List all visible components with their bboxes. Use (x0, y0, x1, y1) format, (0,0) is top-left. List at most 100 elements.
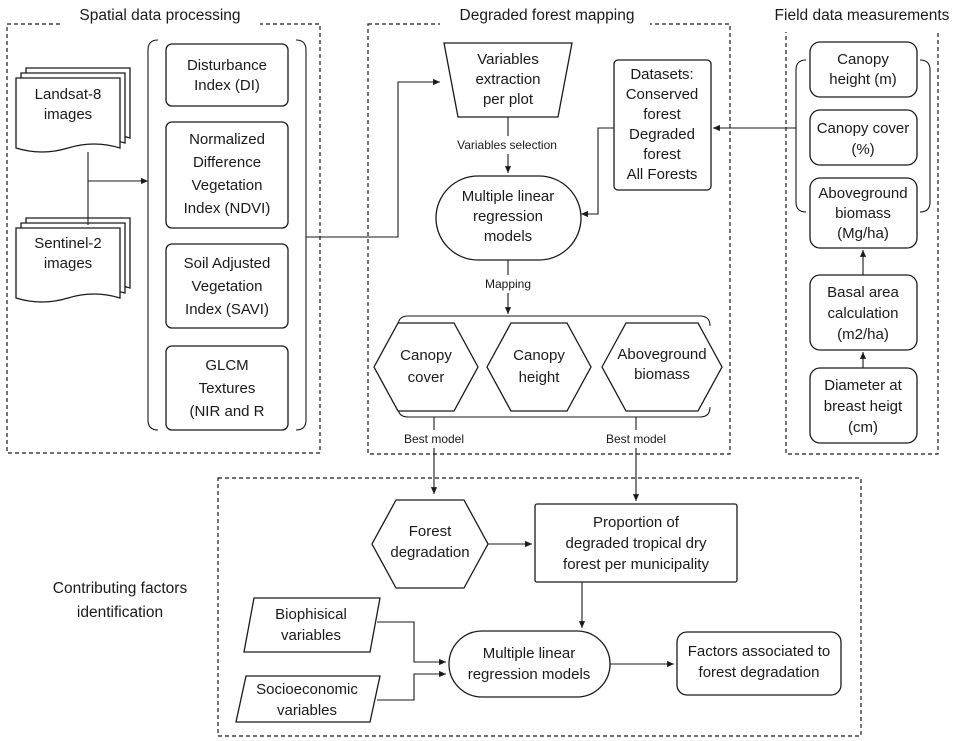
biophisical-label-1: Biophisical (275, 606, 347, 623)
datasets-label-3: forest (643, 106, 681, 123)
mlr-label-2: regression (473, 208, 543, 225)
field-title-bg (770, 6, 960, 32)
ndvi-node: Normalized Difference Vegetation Index (… (165, 121, 289, 229)
field-bracket-right (919, 59, 931, 213)
canopy-height-m-node: Canopy height (m) (809, 41, 918, 98)
ndvi-label-4: Index (NDVI) (184, 200, 271, 217)
ndvi-label-3: Vegetation (192, 177, 263, 194)
biophisical-label-2: variables (281, 627, 341, 644)
socioeconomic-label-2: variables (277, 702, 337, 719)
datasets-to-models-arrow (581, 127, 614, 218)
canopy-height-hex-node: Canopy height (486, 322, 592, 412)
section-title-field: Field data measurements (775, 7, 950, 24)
canopy-cover-pct-node: Canopy cover (%) (809, 109, 918, 166)
section-title-contributing-line1: Contributing factors (53, 580, 188, 597)
best-model-right-label: Best model (606, 432, 666, 446)
mlr2-label-1: Multiple linear (483, 645, 576, 662)
proportion-label-3: forest per municipality (563, 556, 709, 573)
proportion-label-2: degraded tropical dry (566, 535, 707, 552)
savi-label-3: Index (SAVI) (185, 301, 269, 318)
canopy-cover-hex-node: Canopy cover (373, 322, 479, 412)
di-node: Disturbance Index (DI) (165, 43, 289, 107)
glcm-label-1: GLCM (205, 357, 248, 374)
field-bracket-left (795, 59, 807, 213)
basal-area-label-1: Basal area (827, 284, 899, 301)
landsat-label-1: Landsat-8 (35, 86, 102, 103)
proportion-label-1: Proportion of (593, 514, 680, 531)
mlr2-label-2: regression models (468, 666, 591, 683)
extraction-label-2: extraction (475, 71, 540, 88)
variables-selection-label: Variables selection (457, 138, 557, 152)
ndvi-label-2: Difference (193, 154, 261, 171)
aboveground-biomass-hex-node: Aboveground biomass (601, 322, 723, 412)
agb-mgha-node: Aboveground biomass (Mg/ha) (809, 177, 918, 249)
mlr-models-node: Multiple linear regression models (435, 175, 582, 261)
canopy-height-hex-label-2: height (519, 369, 561, 386)
indices-bracket-right (295, 39, 307, 431)
glcm-label-3: (NIR and R (189, 403, 264, 420)
indices-bracket-left (147, 39, 159, 431)
glcm-label-2: Textures (199, 380, 256, 397)
di-label-2: Index (DI) (194, 77, 260, 94)
savi-node: Soil Adjusted Vegetation Index (SAVI) (165, 243, 289, 329)
datasets-label-2: Conserved (626, 86, 699, 103)
proportion-node: Proportion of degraded tropical dry fore… (534, 503, 738, 583)
field-section-frame (785, 23, 939, 455)
canopy-cover-hex-label-2: cover (408, 369, 445, 386)
glcm-node: GLCM Textures (NIR and R (165, 345, 289, 431)
section-title-degraded: Degraded forest mapping (460, 7, 635, 24)
factors-label-1: Factors associated to (688, 643, 831, 660)
biophisical-variables-node: Biophisical variables (243, 597, 381, 653)
socioeconomic-label-1: Socioeconomic (256, 681, 358, 698)
diameter-node: Diameter at breast heigt (cm) (809, 367, 918, 444)
biophisical-to-mlr2-arrow (377, 621, 446, 666)
outputs-bracket-top (397, 315, 711, 327)
landsat-label-2: images (44, 106, 92, 123)
contributing-section-frame (217, 477, 862, 737)
forest-degradation-label-2: degradation (390, 544, 469, 561)
sentinel-label-2: images (44, 255, 92, 272)
canopy-height-hex-label-1: Canopy (513, 347, 565, 364)
agb-mgha-label-1: Aboveground (818, 185, 907, 202)
diameter-label-3: (cm) (848, 419, 878, 436)
factors-label-2: forest degradation (699, 664, 820, 681)
sentinel-label-1: Sentinel-2 (34, 235, 102, 252)
mlr-models-2-node: Multiple linear regression models (448, 630, 611, 698)
forest-degradation-label-1: Forest (409, 523, 452, 540)
canopy-cover-hex-label-1: Canopy (400, 347, 452, 364)
agb-mgha-label-3: (Mg/ha) (837, 225, 889, 242)
diameter-label-2: breast heigt (824, 398, 903, 415)
agb-hex-label-2: biomass (634, 366, 690, 383)
best-model-left-label: Best model (404, 432, 464, 446)
section-title-contributing-line2: identification (77, 604, 163, 621)
canopy-cover-pct-label-2: (%) (851, 141, 874, 158)
savi-label-2: Vegetation (192, 278, 263, 295)
landsat-images-node: Landsat-8 images (15, 67, 131, 153)
extraction-label-3: per plot (483, 91, 534, 108)
agb-mgha-label-2: biomass (835, 205, 891, 222)
basal-area-label-3: (m2/ha) (837, 326, 889, 343)
datasets-label-1: Datasets: (630, 66, 693, 83)
variables-selection-bg (440, 136, 576, 154)
mlr-label-3: models (484, 228, 532, 245)
basal-area-label-2: calculation (828, 305, 899, 322)
ndvi-label-1: Normalized (189, 131, 265, 148)
socioeconomic-to-mlr2-arrow (377, 670, 446, 701)
mlr-label-1: Multiple linear (462, 188, 555, 205)
spatial-title-bg (60, 6, 260, 32)
section-title-spatial: Spatial data processing (79, 7, 240, 24)
sentinel-images-node: Sentinel-2 images (15, 217, 131, 303)
best-model-left-bg (396, 430, 474, 448)
indices-to-extraction-arrow (306, 78, 440, 238)
factors-node: Factors associated to forest degradation (676, 631, 842, 696)
mapping-label-bg (470, 275, 546, 293)
socioeconomic-variables-node: Socioeconomic variables (235, 675, 381, 723)
forest-degradation-hex-node: Forest degradation (371, 499, 489, 589)
mapping-label: Mapping (485, 277, 531, 291)
degraded-title-bg (440, 6, 650, 32)
extraction-label-1: Variables (477, 51, 538, 68)
di-label-1: Disturbance (187, 57, 267, 74)
datasets-node: Datasets: Conserved forest Degraded fore… (613, 59, 712, 191)
variables-extraction-node: Variables extraction per plot (443, 42, 573, 118)
